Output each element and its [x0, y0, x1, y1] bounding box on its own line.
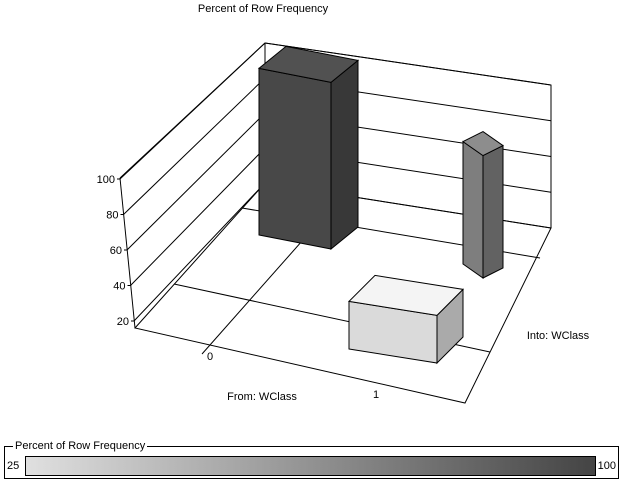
- z-tick-label: 20: [117, 316, 129, 328]
- grid-line: [264, 42, 552, 86]
- z-tick-label: 40: [113, 281, 125, 293]
- z-axis-ticks: 20 40 60 80 100: [97, 174, 134, 328]
- x-tick-label: 0: [207, 351, 213, 363]
- grid-line: [123, 77, 266, 215]
- grid-line: [130, 147, 266, 286]
- bar-front-face: [258, 67, 332, 250]
- legend: Percent of Row Frequency 25 100: [4, 439, 619, 479]
- chart-title: Percent of Row Frequency: [198, 3, 329, 15]
- legend-gradient-bar: [25, 456, 596, 476]
- grid-line: [133, 182, 266, 322]
- bar-side-face: [330, 59, 359, 251]
- bar-top-face: [257, 45, 360, 83]
- bar-0-0: [257, 45, 360, 251]
- floor-divider-x: [201, 222, 319, 355]
- grid-line: [119, 42, 266, 180]
- chart-svg: Percent of Row Frequency 20 40 60 80 100 0 1…: [97, 3, 590, 404]
- z-axis-line: [119, 177, 136, 329]
- z-tick-label: 100: [97, 174, 115, 186]
- legend-title: Percent of Row Frequency: [13, 439, 148, 453]
- bar-top-face: [347, 274, 465, 316]
- grid-line: [126, 112, 266, 251]
- z-tick-label: 60: [110, 245, 122, 257]
- bar-top-face: [462, 131, 504, 157]
- bar-1-0: [347, 274, 465, 365]
- legend-min-label: 25: [7, 460, 20, 472]
- x-tick-label: 1: [373, 389, 379, 401]
- z-tick-label: 80: [106, 210, 118, 222]
- bar-front-face: [462, 140, 484, 279]
- bar-side-face: [482, 144, 504, 279]
- bars: [257, 45, 504, 365]
- bar-1-1: [462, 131, 504, 279]
- x-axis-label: From: WClass: [227, 391, 297, 403]
- legend-max-label: 100: [597, 460, 616, 472]
- floor-outline: [134, 182, 552, 404]
- y-axis-label: Into: WClass: [527, 330, 590, 342]
